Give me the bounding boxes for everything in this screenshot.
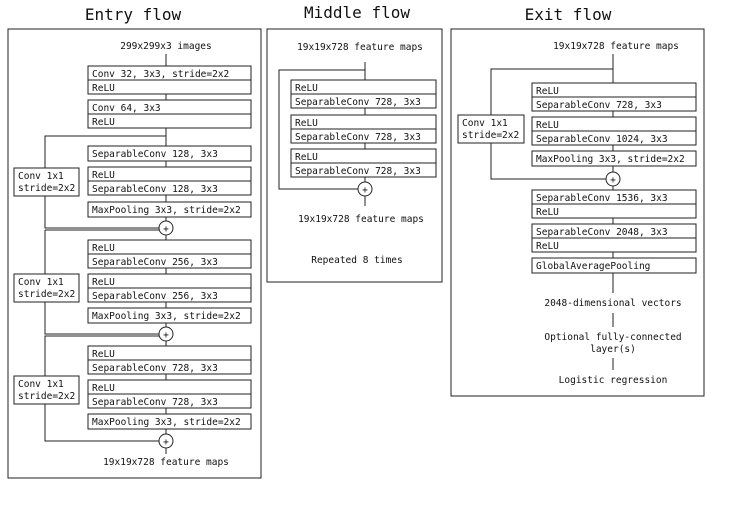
exit-skip-conv-block — [457, 114, 525, 144]
skip-connection — [490, 143, 606, 180]
layer-label: stride=2x2 — [462, 130, 519, 141]
layer-label: ReLU — [92, 117, 115, 128]
skip-connection — [44, 196, 159, 229]
exit-flow-title: Exit flow — [525, 5, 612, 24]
layer-label: ReLU — [92, 383, 115, 394]
layer-label: GlobalAveragePooling — [536, 261, 650, 272]
layer-label: ReLU — [536, 241, 559, 252]
entry-output-label: 19x19x728 feature maps — [103, 457, 229, 468]
layer-label: Conv 1x1 — [18, 277, 64, 288]
layer-label: SeparableConv 1024, 3x3 — [536, 134, 668, 145]
layer-label: Conv 1x1 — [18, 379, 64, 390]
add-node — [605, 171, 621, 187]
layer-label: SeparableConv 128, 3x3 — [92, 184, 218, 195]
plus-label: + — [610, 175, 616, 186]
plus-label: + — [163, 437, 169, 448]
layer-label: SeparableConv 728, 3x3 — [295, 166, 421, 177]
repeat-label: Repeated 8 times — [311, 255, 403, 266]
layer-label: ReLU — [92, 83, 115, 94]
skip-connection — [44, 335, 166, 376]
entry-flow-panel — [7, 28, 262, 479]
entry-maxpool-block — [87, 413, 252, 430]
layer-label: SeparableConv 128, 3x3 — [92, 149, 218, 160]
layer-label: SeparableConv 728, 3x3 — [536, 100, 662, 111]
add-node — [158, 220, 174, 236]
exit-flow-panel — [450, 28, 705, 397]
middle-output-label: 19x19x728 feature maps — [298, 214, 424, 225]
layer-label: ReLU — [536, 86, 559, 97]
skip-connection — [490, 68, 613, 115]
middle-input-label: 19x19x728 feature maps — [297, 42, 423, 53]
layer-label: MaxPooling 3x3, stride=2x2 — [92, 311, 241, 322]
layer-label: ReLU — [295, 152, 318, 163]
layer-label: ReLU — [295, 83, 318, 94]
layer-label: ReLU — [92, 170, 115, 181]
plus-label: + — [362, 185, 368, 196]
layer-label: SeparableConv 256, 3x3 — [92, 291, 218, 302]
entry-skip-conv-block — [13, 167, 80, 197]
layer-label: SeparableConv 728, 3x3 — [295, 97, 421, 108]
layer-label: MaxPooling 3x3, stride=2x2 — [92, 205, 241, 216]
layer-label: SeparableConv 2048, 3x3 — [536, 227, 668, 238]
skip-connection — [44, 135, 166, 168]
layer-label: Conv 64, 3x3 — [92, 103, 161, 114]
layer-label: stride=2x2 — [18, 391, 75, 402]
add-node — [357, 181, 373, 197]
layer-label: SeparableConv 728, 3x3 — [295, 132, 421, 143]
plus-label: + — [163, 224, 169, 235]
fc-label: Optional fully-connected — [544, 332, 681, 343]
middle-flow: 19x19x728 feature maps ReLU SeparableCon… — [278, 42, 437, 266]
entry-sepconv128-block — [87, 145, 252, 162]
layer-label: ReLU — [536, 207, 559, 218]
layer-label: ReLU — [92, 349, 115, 360]
layer-label: stride=2x2 — [18, 289, 75, 300]
skip-connection — [44, 404, 159, 442]
layer-label: ReLU — [92, 277, 115, 288]
layer-label: ReLU — [536, 120, 559, 131]
layer-label: Conv 1x1 — [462, 118, 508, 129]
residual-connection — [278, 69, 365, 190]
entry-maxpool-block — [87, 201, 252, 218]
vectors-label: 2048-dimensional vectors — [544, 298, 681, 309]
add-node — [158, 326, 174, 342]
exit-flow: 19x19x728 feature maps Conv 1x1 stride=2… — [457, 41, 697, 386]
entry-skip-conv-block — [13, 273, 80, 303]
logistic-label: Logistic regression — [559, 375, 668, 386]
fc-label: layer(s) — [590, 344, 636, 355]
exit-gap-block — [531, 257, 697, 274]
layer-label: SeparableConv 728, 3x3 — [92, 363, 218, 374]
exit-maxpool-block — [531, 150, 697, 167]
layer-label: SeparableConv 1536, 3x3 — [536, 193, 668, 204]
entry-maxpool-block — [87, 307, 252, 324]
add-node — [158, 433, 174, 449]
layer-label: SeparableConv 256, 3x3 — [92, 257, 218, 268]
middle-flow-panel — [266, 28, 443, 283]
layer-label: Conv 32, 3x3, stride=2x2 — [92, 69, 229, 80]
middle-flow-title: Middle flow — [304, 3, 410, 22]
skip-connection — [44, 302, 159, 335]
layer-label: Conv 1x1 — [18, 171, 64, 182]
layer-label: ReLU — [295, 118, 318, 129]
layer-label: SeparableConv 728, 3x3 — [92, 397, 218, 408]
entry-flow-title: Entry flow — [85, 5, 182, 24]
layer-label: stride=2x2 — [18, 183, 75, 194]
layer-label: MaxPooling 3x3, stride=2x2 — [92, 417, 241, 428]
entry-skip-conv-block — [13, 375, 80, 405]
entry-input-label: 299x299x3 images — [120, 41, 212, 52]
layer-label: MaxPooling 3x3, stride=2x2 — [536, 154, 685, 165]
plus-label: + — [163, 330, 169, 341]
entry-flow: 299x299x3 images Conv 32, 3x3, stride=2x… — [13, 41, 252, 468]
exit-input-label: 19x19x728 feature maps — [553, 41, 679, 52]
layer-label: ReLU — [92, 243, 115, 254]
